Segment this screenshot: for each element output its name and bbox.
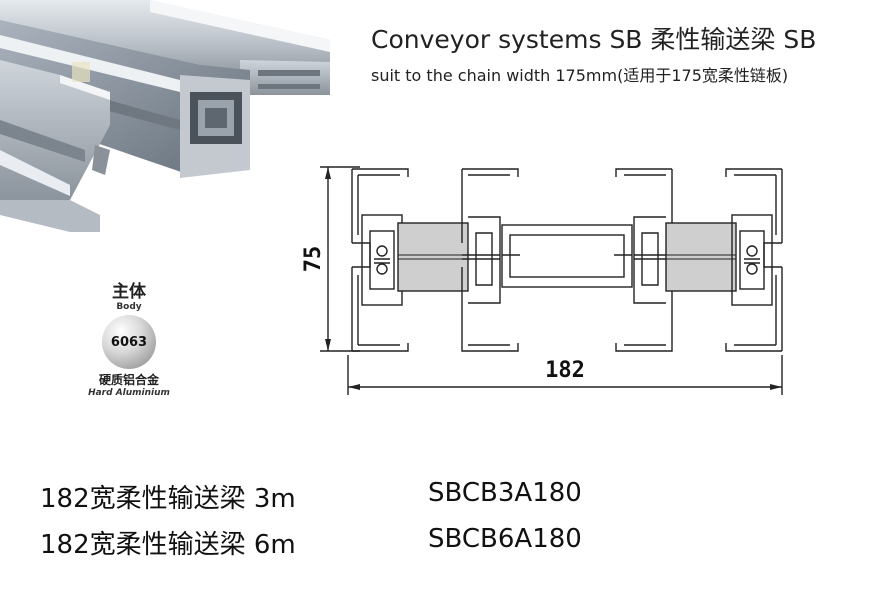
- material-label-cn: 主体: [112, 282, 146, 302]
- product-name: 182宽柔性输送梁 3m: [40, 484, 296, 514]
- page-title: Conveyor systems SB 柔性输送梁 SB: [371, 25, 817, 54]
- left-profile: [351, 168, 409, 352]
- material-desc-en: Hard Aluminium: [88, 388, 170, 398]
- product-name: 182宽柔性输送梁 6m: [40, 530, 296, 560]
- height-dim-label: 75: [301, 246, 326, 273]
- material-label-en: Body: [116, 302, 142, 312]
- product-photo: [0, 0, 340, 240]
- cross-section-drawing: 75 182: [301, 166, 783, 395]
- left-inner-profile: [461, 168, 519, 352]
- width-arrow-left: [348, 384, 360, 390]
- right-block: [665, 222, 737, 292]
- product-code: SBCB6A180: [428, 524, 582, 554]
- material-desc-cn: 硬质铝合金: [98, 373, 159, 387]
- width-dim-label: 182: [545, 358, 585, 383]
- center-connector: [501, 224, 633, 288]
- product-code: SBCB3A180: [428, 478, 582, 508]
- left-block: [397, 222, 469, 292]
- right-profile: [725, 168, 783, 352]
- product-row: 182宽柔性输送梁 6m SBCB6A180: [40, 524, 582, 561]
- product-row: 182宽柔性输送梁 3m SBCB3A180: [40, 478, 582, 515]
- height-arrow-bottom: [325, 339, 331, 351]
- alloy-grade-badge: 6063: [102, 315, 156, 369]
- material-badge: 主体 Body 6063 硬质铝合金 Hard Aluminium: [84, 282, 174, 399]
- alloy-grade: 6063: [110, 334, 148, 350]
- page-subtitle: suit to the chain width 175mm(适用于175宽柔性链…: [371, 66, 789, 85]
- right-inner-profile: [615, 168, 673, 352]
- height-arrow-top: [325, 167, 331, 179]
- width-arrow-right: [770, 384, 782, 390]
